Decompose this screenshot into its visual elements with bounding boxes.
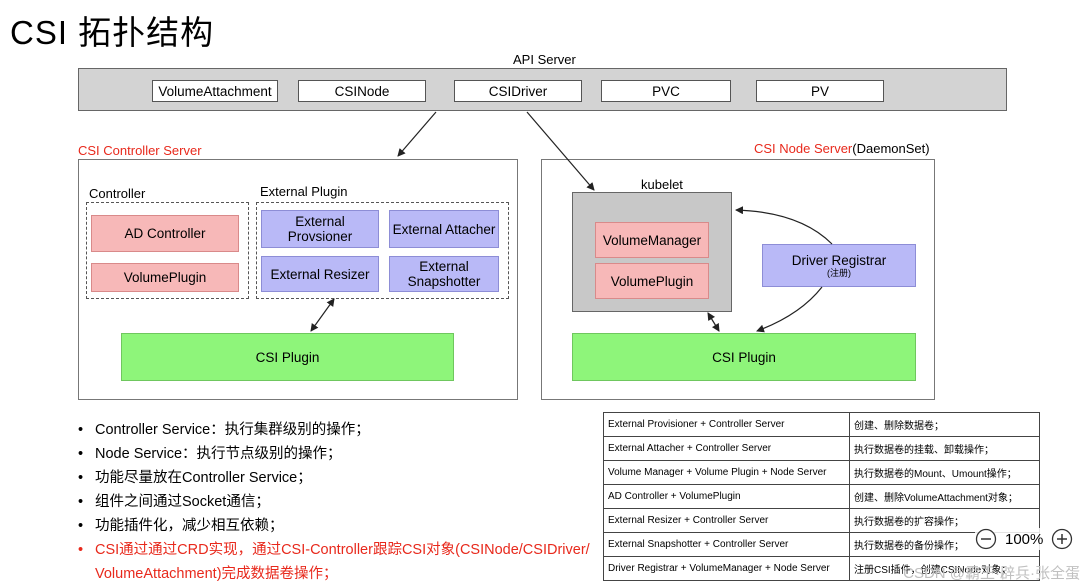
external-resizer-box: External Resizer xyxy=(261,256,379,292)
arrow-api-to-kubelet xyxy=(526,111,595,191)
list-item: 功能插件化，减少相互依赖； xyxy=(76,514,590,538)
list-item: 功能尽量放在Controller Service； xyxy=(76,466,590,490)
api-object-csidriver: CSIDriver xyxy=(454,80,582,102)
table-cell-components: External Snapshotter + Controller Server xyxy=(603,532,850,557)
zoom-controls: 100% xyxy=(975,528,1074,550)
list-item: Node Service：执行节点级别的操作； xyxy=(76,442,590,466)
driver-registrar-box: Driver Registrar (注册) xyxy=(762,244,916,287)
arrow-plugins-to-csi-plugin xyxy=(310,298,335,332)
node-csi-plugin-box: CSI Plugin xyxy=(572,333,916,381)
table-row: External Provisioner + Controller Server… xyxy=(603,412,1040,437)
external-attacher-box: External Attacher xyxy=(389,210,499,248)
component-table: External Provisioner + Controller Server… xyxy=(603,412,1040,581)
driver-registrar-note: (注册) xyxy=(827,267,851,278)
list-item: Controller Service：执行集群级别的操作； xyxy=(76,418,590,442)
table-row: Volume Manager + Volume Plugin + Node Se… xyxy=(603,460,1040,485)
table-cell-function: 执行数据卷的Mount、Umount操作； xyxy=(849,460,1040,485)
api-object-volumeattachment: VolumeAttachment xyxy=(152,80,278,102)
arrow-registrar-to-kubelet xyxy=(735,206,833,245)
api-object-pvc: PVC xyxy=(601,80,731,102)
volume-plugin-box: VolumePlugin xyxy=(91,263,239,292)
page-title: CSI 拓扑结构 xyxy=(10,14,215,51)
external-provisioner-box: External Provsioner xyxy=(261,210,379,248)
table-cell-components: Driver Registrar + VolumeManager + Node … xyxy=(603,556,850,581)
controller-group-label: Controller xyxy=(89,186,146,201)
table-cell-components: External Attacher + Controller Server xyxy=(603,436,850,461)
arrow-registrar-to-csi-plugin xyxy=(756,286,823,333)
driver-registrar-label: Driver Registrar xyxy=(791,252,887,268)
notes-list: Controller Service：执行集群级别的操作； Node Servi… xyxy=(76,418,590,585)
red-note-line2: VolumeAttachment)完成数据卷操作； xyxy=(95,566,338,582)
table-cell-function: 执行数据卷的挂载、卸载操作； xyxy=(849,436,1040,461)
list-item-red: CSI通过通过CRD实现，通过CSI-Controller跟踪CSI对象(CSI… xyxy=(76,538,590,585)
node-server-label: CSI Node Server(DaemonSet) xyxy=(754,141,930,156)
zoom-level: 100% xyxy=(1005,530,1044,548)
external-plugin-group-border xyxy=(256,202,509,299)
volume-manager-box: VolumeManager xyxy=(595,222,709,258)
list-item: 组件之间通过Socket通信； xyxy=(76,490,590,514)
node-server-label-type: (DaemonSet) xyxy=(852,141,930,156)
table-cell-components: External Provisioner + Controller Server xyxy=(603,412,850,437)
zoom-in-icon[interactable] xyxy=(1051,528,1073,550)
arrow-api-to-controller xyxy=(397,111,437,157)
node-server-label-name: CSI Node Server xyxy=(754,141,853,156)
table-row: AD Controller + VolumePlugin 创建、删除Volume… xyxy=(603,484,1040,509)
controller-csi-plugin-box: CSI Plugin xyxy=(121,333,454,381)
table-row: Driver Registrar + VolumeManager + Node … xyxy=(603,556,1040,581)
table-row: External Attacher + Controller Server 执行… xyxy=(603,436,1040,461)
api-object-csinode: CSINode xyxy=(298,80,426,102)
kubelet-label: kubelet xyxy=(641,177,683,192)
ad-controller-box: AD Controller xyxy=(91,215,239,252)
arrow-kubelet-to-csi-plugin xyxy=(707,312,720,332)
api-object-pv: PV xyxy=(756,80,884,102)
zoom-out-icon[interactable] xyxy=(975,528,997,550)
table-cell-function: 创建、删除VolumeAttachment对象； xyxy=(849,484,1040,509)
table-cell-function: 注册CSI插件，创建CSINode对象； xyxy=(849,556,1040,581)
external-plugin-group-label: External Plugin xyxy=(260,184,348,199)
table-cell-components: Volume Manager + Volume Plugin + Node Se… xyxy=(603,460,850,485)
table-cell-components: AD Controller + VolumePlugin xyxy=(603,484,850,509)
watermark: CSDN @霸王·辟兵·张全蛋 xyxy=(903,565,1080,582)
external-snapshotter-box: External Snapshotter xyxy=(389,256,499,292)
api-server-label: API Server xyxy=(513,52,576,67)
controller-server-label: CSI Controller Server xyxy=(78,143,202,158)
controller-group-border xyxy=(86,202,249,299)
table-cell-function: 创建、删除数据卷； xyxy=(849,412,1040,437)
node-volume-plugin-box: VolumePlugin xyxy=(595,263,709,299)
table-cell-components: External Resizer + Controller Server xyxy=(603,508,850,533)
red-note-line1: CSI通过通过CRD实现，通过CSI-Controller跟踪CSI对象(CSI… xyxy=(95,542,590,558)
